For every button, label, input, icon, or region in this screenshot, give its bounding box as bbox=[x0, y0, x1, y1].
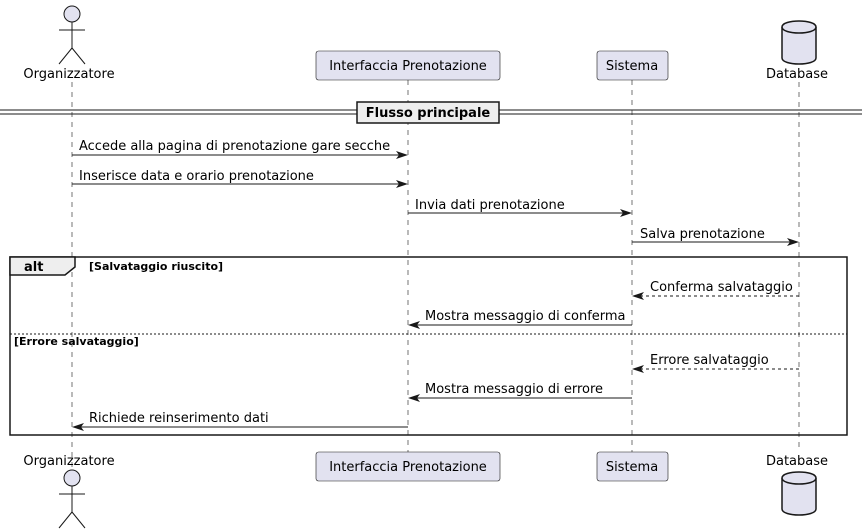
message-7: Errore salvataggio bbox=[632, 353, 799, 373]
arrowhead-icon bbox=[408, 394, 420, 402]
participant-label-database: Database bbox=[766, 454, 828, 469]
participant-label-organizzatore: Organizzatore bbox=[23, 67, 114, 82]
section-divider: Flusso principale bbox=[0, 101, 862, 124]
participant-interfaccia-bottom: Interfaccia Prenotazione bbox=[315, 451, 501, 482]
participant-database-top: Database bbox=[766, 20, 828, 82]
participant-label-database: Database bbox=[766, 67, 828, 82]
arrowhead-icon bbox=[620, 209, 632, 217]
participant-interfaccia-top: Interfaccia Prenotazione bbox=[315, 50, 501, 81]
participant-sistema-bottom: Sistema bbox=[596, 451, 669, 482]
arrowhead-icon bbox=[632, 292, 644, 300]
message-9: Richiede reinserimento dati bbox=[72, 411, 408, 431]
arrowhead-icon bbox=[396, 151, 408, 159]
message-label: Invia dati prenotazione bbox=[415, 198, 565, 213]
message-5: Conferma salvataggio bbox=[632, 280, 799, 300]
message-label: Salva prenotazione bbox=[640, 227, 765, 242]
message-6: Mostra messaggio di conferma bbox=[408, 309, 632, 329]
participant-label-organizzatore: Organizzatore bbox=[23, 454, 114, 469]
participant-label-interfaccia: Interfaccia Prenotazione bbox=[329, 59, 487, 74]
message-label: Conferma salvataggio bbox=[650, 280, 793, 295]
arrowhead-icon bbox=[72, 423, 84, 431]
message-2: Inserisce data e orario prenotazione bbox=[72, 169, 408, 188]
alt-tab bbox=[9, 256, 76, 276]
message-label: Mostra messaggio di errore bbox=[425, 382, 603, 397]
message-3: Invia dati prenotazione bbox=[408, 198, 632, 217]
arrowhead-icon bbox=[787, 238, 799, 246]
message-label: Inserisce data e orario prenotazione bbox=[79, 169, 314, 184]
message-4: Salva prenotazione bbox=[632, 227, 799, 246]
alt-fragment: alt [Salvataggio riuscito] [Errore salva… bbox=[9, 256, 848, 436]
message-label: Richiede reinserimento dati bbox=[89, 411, 269, 426]
actor-organizzatore-bottom: Organizzatore bbox=[23, 454, 115, 529]
actor-organizzatore-top: Organizzatore bbox=[23, 5, 115, 82]
arrowhead-icon bbox=[408, 321, 420, 329]
arrowhead-icon bbox=[396, 180, 408, 188]
alt-guard-1: [Salvataggio riuscito] bbox=[89, 260, 223, 273]
alt-guard-2: [Errore salvataggio] bbox=[14, 335, 139, 348]
message-label: Errore salvataggio bbox=[650, 353, 769, 368]
participant-sistema-top: Sistema bbox=[596, 50, 669, 81]
divider-label: Flusso principale bbox=[366, 106, 491, 121]
participant-label-sistema: Sistema bbox=[606, 460, 658, 475]
participant-database-bottom: Database bbox=[766, 454, 828, 516]
participant-label-sistema: Sistema bbox=[606, 59, 658, 74]
message-label: Mostra messaggio di conferma bbox=[425, 309, 626, 324]
participant-label-interfaccia: Interfaccia Prenotazione bbox=[329, 460, 487, 475]
message-label: Accede alla pagina di prenotazione gare … bbox=[79, 139, 390, 154]
arrowhead-icon bbox=[632, 365, 644, 373]
actor-icon bbox=[63, 469, 81, 487]
alt-keyword: alt bbox=[24, 260, 43, 275]
message-8: Mostra messaggio di errore bbox=[408, 382, 632, 402]
message-1: Accede alla pagina di prenotazione gare … bbox=[72, 139, 408, 159]
actor-icon bbox=[63, 5, 81, 23]
